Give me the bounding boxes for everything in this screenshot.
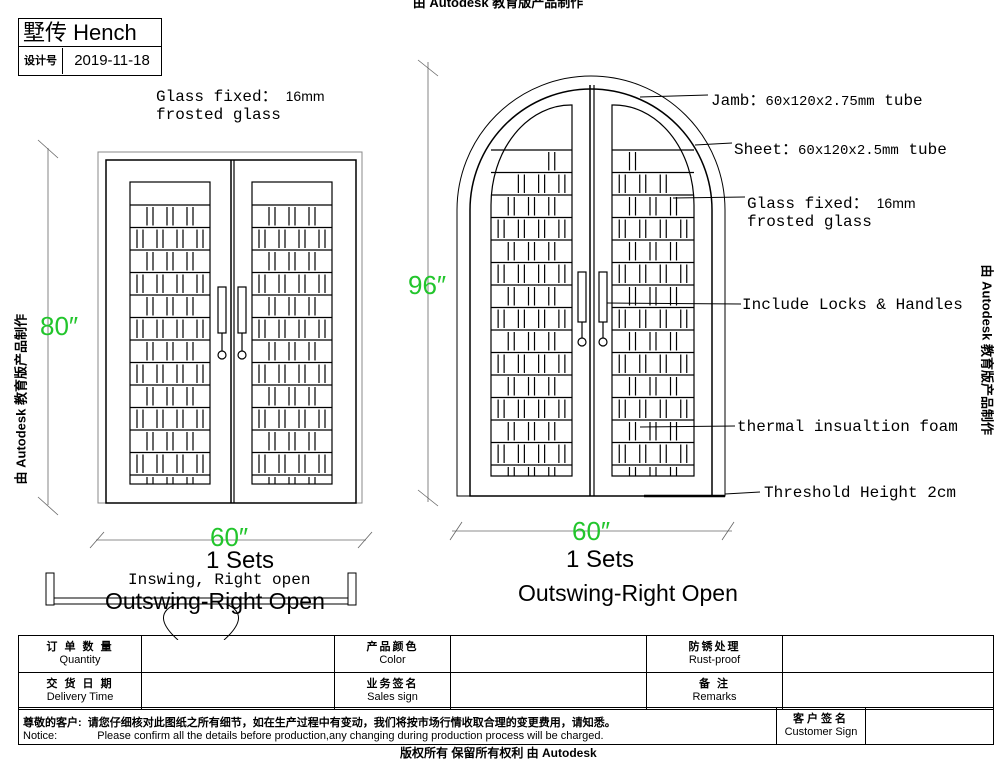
right-width-dimension: 60″ (572, 516, 610, 547)
customer-sign-field[interactable] (866, 707, 994, 745)
right-glass-label: Glass fixed：16mm (747, 189, 916, 213)
left-height-dimension: 80″ (40, 311, 78, 342)
rust-value[interactable] (783, 636, 994, 673)
right-sets: 1 Sets (566, 546, 634, 574)
threshold-label: Threshold Height 2cm (764, 484, 956, 502)
right-swing: Outswing-Right Open (518, 580, 738, 607)
sheet-label: Sheet：60x120x2.5mm tube (734, 135, 947, 159)
left-swing-small: Inswing, Right open (128, 571, 310, 589)
notice-block: 尊敬的客户: 请您仔细核对此图纸之所有细节，如在生产过程中有变动，我们将按市场行… (18, 707, 776, 745)
notice-cn: 尊敬的客户: 请您仔细核对此图纸之所有细节，如在生产过程中有变动，我们将按市场行… (23, 714, 616, 730)
left-glass-label: Glass fixed：16mm (156, 82, 325, 106)
left-door-dimensions (38, 140, 372, 548)
delivery-value[interactable] (142, 673, 335, 710)
right-door-dimensions (418, 60, 734, 540)
color-value[interactable] (451, 636, 647, 673)
remarks-value[interactable] (783, 673, 994, 710)
foam-label: thermal insualtion foam (737, 418, 958, 436)
jamb-label: Jamb：60x120x2.75mm tube (711, 86, 923, 110)
sales-value[interactable] (451, 673, 647, 710)
right-door (457, 76, 725, 496)
right-glass-type: frosted glass (747, 213, 872, 231)
left-glass-type: frosted glass (156, 106, 281, 124)
notice-en: Notice:Please confirm all the details be… (23, 730, 604, 742)
left-swing-big: Outswing-Right Open (105, 588, 325, 615)
quantity-value[interactable] (142, 636, 335, 673)
left-door (98, 152, 362, 503)
right-height-dimension: 96″ (408, 270, 446, 301)
locks-label: Include Locks & Handles (742, 296, 963, 314)
